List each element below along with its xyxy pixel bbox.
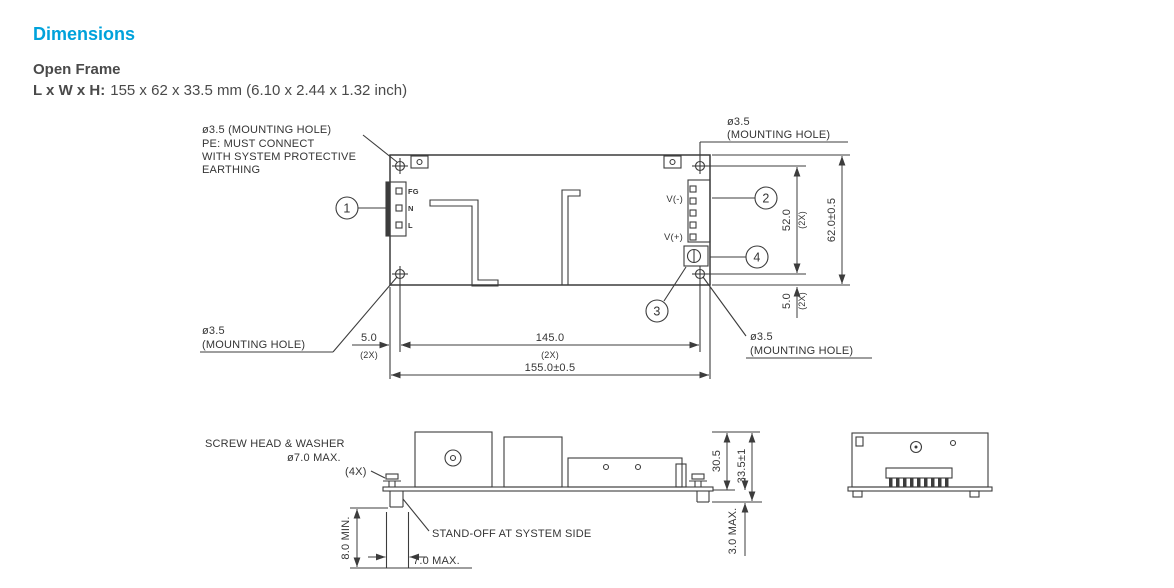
dim-62: 62.0±0.5 — [826, 198, 838, 242]
screw-note-line1: SCREW HEAD & WASHER — [205, 438, 345, 450]
subtitle-open-frame: Open Frame — [33, 61, 121, 78]
hole-label-top-right-1: ø3.5 — [727, 116, 750, 128]
hole-label-bottom-left-1: ø3.5 — [202, 325, 225, 337]
callout-4: 4 — [710, 245, 769, 269]
dim-30-5: 30.5 — [711, 450, 723, 472]
board-outline — [389, 154, 711, 286]
dim-7-max: 7.0 MAX. — [413, 555, 460, 567]
output-label-vplus: V(+) — [664, 232, 683, 243]
pin-label-n: N — [408, 204, 414, 213]
height-dimensions: 30.5 33.5±1 3.0 MAX. — [711, 431, 762, 556]
screw-note-line2: ø7.0 MAX. — [287, 452, 341, 464]
dim-3-max: 3.0 MAX. — [727, 508, 739, 555]
end-view — [847, 432, 993, 498]
screw-note-line3: (4X) — [345, 466, 367, 478]
dim-155: 155.0±0.5 — [525, 362, 576, 374]
callout-2-number: 2 — [762, 192, 769, 206]
dim-145: 145.0 — [536, 332, 565, 344]
hole-label-top-right-2: (MOUNTING HOLE) — [727, 129, 830, 141]
pe-note-line2: WITH SYSTEM PROTECTIVE — [202, 151, 356, 163]
mounting-hole-note-top-left: ø3.5 (MOUNTING HOLE) PE: MUST CONNECT WI… — [202, 124, 398, 176]
output-label-vminus: V(-) — [666, 194, 683, 205]
standoff-note: STAND-OFF AT SYSTEM SIDE — [402, 498, 591, 540]
dim-5-bottom: 5.0 — [361, 332, 377, 344]
mounting-hole-note-bottom-left: ø3.5 (MOUNTING HOLE) — [200, 276, 398, 353]
input-connector: FG N L — [385, 181, 419, 237]
dim-52-2x: (2X) — [797, 211, 807, 229]
end-view-connector — [885, 467, 953, 487]
right-dimensions: 52.0 (2X) 62.0±0.5 5.0 (2X) — [706, 154, 850, 318]
callout-1-number: 1 — [343, 202, 350, 216]
potentiometer — [683, 245, 709, 267]
pe-note-line3: EARTHING — [202, 164, 260, 176]
dim-145-2x: (2X) — [541, 350, 559, 360]
callout-3: 3 — [645, 266, 687, 323]
dim-33-5: 33.5±1 — [736, 449, 748, 484]
pin-label-l: L — [408, 221, 413, 230]
mounting-holes — [391, 157, 709, 283]
dim-5-right: 5.0 — [781, 293, 793, 309]
lower-left-dimensions: 8.0 MIN. 7.0 MAX. — [340, 507, 472, 569]
pe-note-line1: PE: MUST CONNECT — [202, 138, 314, 150]
callout-3-number: 3 — [653, 305, 660, 319]
top-view: FG N L V(-) V(+) — [200, 116, 872, 379]
callout-1: 1 — [335, 196, 386, 220]
page-header: Dimensions Open Frame L x W x H:155 x 62… — [33, 24, 407, 99]
right-pins — [696, 491, 710, 503]
dim-5-right-2x: (2X) — [797, 292, 807, 310]
hole-label-top-left: ø3.5 (MOUNTING HOLE) — [202, 124, 331, 136]
output-connector: V(-) V(+) — [664, 179, 711, 243]
callout-2: 2 — [712, 186, 778, 210]
lwh-label: L x W x H: — [33, 82, 106, 99]
hole-label-bottom-right-2: (MOUNTING HOLE) — [750, 345, 853, 357]
right-screw — [689, 473, 707, 487]
side-pcb — [382, 486, 714, 492]
bottom-dimensions: 5.0 (2X) 145.0 (2X) 155.0±0.5 — [352, 282, 711, 379]
lwh-value: 155 x 62 x 33.5 mm (6.10 x 2.44 x 1.32 i… — [110, 82, 408, 99]
overall-dimensions: L x W x H:155 x 62 x 33.5 mm (6.10 x 2.4… — [33, 82, 407, 99]
pin-label-fg: FG — [408, 187, 419, 196]
dim-8-min: 8.0 MIN. — [340, 516, 352, 559]
screw-head-note: SCREW HEAD & WASHER ø7.0 MAX. (4X) — [205, 438, 386, 479]
side-view: SCREW HEAD & WASHER ø7.0 MAX. (4X) STAND… — [205, 431, 762, 569]
hole-label-bottom-right-1: ø3.5 — [750, 331, 773, 343]
mounting-hole-note-top-right: ø3.5 (MOUNTING HOLE) — [699, 116, 848, 158]
section-title: Dimensions — [33, 24, 136, 44]
dim-5-bottom-2x: (2X) — [360, 350, 378, 360]
dim-52: 52.0 — [781, 209, 793, 231]
callout-4-number: 4 — [753, 251, 760, 265]
hole-label-bottom-left-2: (MOUNTING HOLE) — [202, 339, 305, 351]
side-components — [414, 431, 687, 488]
heatsinks — [429, 189, 581, 287]
left-screw — [383, 473, 401, 487]
mounting-hole-note-bottom-right: ø3.5 (MOUNTING HOLE) — [702, 276, 872, 359]
left-standoff — [385, 491, 410, 568]
standoff-label: STAND-OFF AT SYSTEM SIDE — [432, 528, 591, 540]
